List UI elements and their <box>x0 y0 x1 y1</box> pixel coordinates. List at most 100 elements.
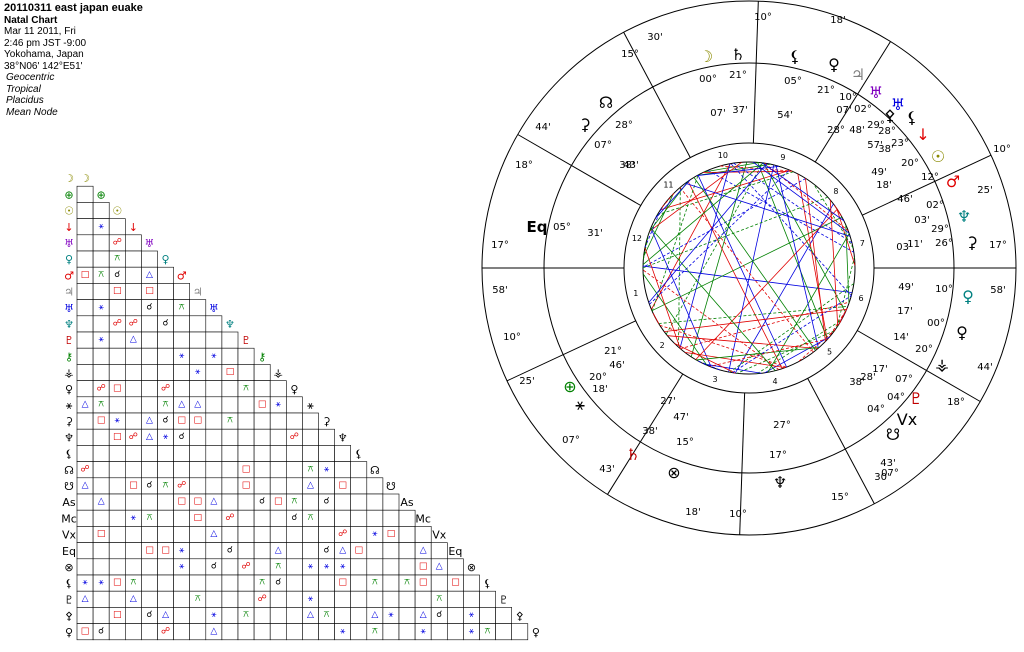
house-number: 4 <box>773 377 778 386</box>
aspect-symbol: ⚹ <box>131 513 137 523</box>
planet-degree: 28° <box>615 120 633 131</box>
aspect-ring <box>642 161 856 375</box>
aspect-symbol: △ <box>82 400 89 410</box>
aspect-symbol: ⚹ <box>98 302 104 312</box>
house-cusp-line <box>506 320 636 382</box>
planet-degree: 05° <box>784 76 802 87</box>
dsc-degree: 17° <box>989 240 1007 251</box>
cusp-minute: 18° <box>515 160 533 171</box>
grid-left-glyph: ♃ <box>64 286 74 299</box>
aspect-symbol: △ <box>146 416 153 426</box>
aspect-symbol: ⚹ <box>469 626 475 636</box>
planet-glyph-icon: ♀ <box>962 287 974 306</box>
planet-degree: 07° <box>895 374 913 385</box>
option-node: Mean Node <box>6 106 58 118</box>
grid-left-glyph: Vx <box>62 529 77 542</box>
chart-date: Mar 11 2011, Fri <box>4 26 76 37</box>
aspect-symbol: □ <box>97 416 106 426</box>
house-cusp-line <box>607 373 684 495</box>
aspect-symbol: ⚹ <box>98 221 104 231</box>
aspect-symbol: □ <box>193 416 202 426</box>
planet-minute: 57' <box>867 140 882 151</box>
planet-glyph-icon: ♄ <box>626 445 640 464</box>
planet-minute: 38' <box>619 160 634 171</box>
aspect-symbol: ☍ <box>225 513 234 523</box>
planet-minute: 14' <box>893 332 908 343</box>
planet-glyph-icon: ⚳ <box>579 115 591 134</box>
planet-glyph-icon: ↓ <box>916 125 929 144</box>
grid-row-glyph: ↓ <box>129 221 138 234</box>
aspect-symbol: ⚻ <box>243 383 249 393</box>
grid-row-glyph: ♅ <box>209 302 219 315</box>
aspect-symbol: ☌ <box>146 302 152 312</box>
option-house-system: Placidus <box>6 95 44 106</box>
cusp-degree: 15° <box>831 492 849 503</box>
grid-row-glyph: ♇ <box>241 334 251 347</box>
aspect-symbol: ⚹ <box>276 400 282 410</box>
option-zodiac-1: Geocentric <box>6 72 55 83</box>
aspect-symbol: □ <box>145 286 154 296</box>
planet-glyph-icon: ♆ <box>957 207 971 226</box>
planet-minute: 47' <box>673 412 688 423</box>
aspect-symbol: ⚹ <box>179 351 185 361</box>
aspect-symbol: ⚹ <box>340 626 346 636</box>
aspect-symbol: ☌ <box>146 481 152 491</box>
grid-left-glyph: Eq <box>62 545 76 558</box>
grid-left-glyph: ☽ <box>64 172 74 185</box>
aspect-symbol: ⚹ <box>308 594 314 604</box>
aspect-symbol: ☌ <box>227 545 233 555</box>
aspect-symbol: □ <box>145 545 154 555</box>
aspect-symbol: ☍ <box>97 383 106 393</box>
aspect-symbol: ⚹ <box>420 626 426 636</box>
planet-glyph-icon: Vx <box>897 410 917 429</box>
grid-row-glyph: ♅ <box>145 237 155 250</box>
aspect-symbol: □ <box>226 367 235 377</box>
planet-degree: 18' <box>592 384 607 395</box>
aspect-symbol: ⚻ <box>307 513 313 523</box>
house-number: 6 <box>859 294 864 303</box>
planet-glyph-icon: ⚸ <box>789 47 801 66</box>
aspect-symbol: ☍ <box>161 383 170 393</box>
cusp-minute: 25' <box>519 376 534 387</box>
grid-cell <box>511 623 529 641</box>
aspect-symbol: △ <box>371 610 378 620</box>
aspect-symbol: ⚹ <box>211 610 217 620</box>
grid-left-glyph: ⚹ <box>66 399 73 412</box>
aspect-symbol: ⚻ <box>227 416 233 426</box>
house-number: 9 <box>780 153 785 162</box>
aspect-symbol: △ <box>339 545 346 555</box>
aspect-symbol: ⚻ <box>372 626 378 636</box>
grid-left-glyph: ⊕ <box>64 188 73 201</box>
grid-row-glyph: Vx <box>432 529 447 542</box>
planet-glyph-icon: ♅ <box>869 83 883 102</box>
aspect-symbol: ⚻ <box>195 594 201 604</box>
grid-row-glyph: ⚳ <box>323 415 331 428</box>
house-number: 5 <box>827 347 832 356</box>
grid-left-glyph: ♅ <box>64 237 74 250</box>
planet-minute: 28' <box>860 372 875 383</box>
aspect-symbol: □ <box>161 545 170 555</box>
aspect-symbol: □ <box>419 562 428 572</box>
cusp-degree: 07° <box>562 435 580 446</box>
grid-row-glyph: As <box>400 496 414 509</box>
cusp-minute: 18° <box>947 397 965 408</box>
aspect-symbol: □ <box>97 529 106 539</box>
eq-degree: 05° <box>553 222 571 233</box>
planet-degree: 17° <box>769 450 787 461</box>
aspect-symbol: ⚹ <box>324 562 330 572</box>
aspect-symbol: ☍ <box>241 562 250 572</box>
aspect-symbol: ⚻ <box>130 578 136 588</box>
aspect-symbol: ⚹ <box>179 562 185 572</box>
cusp-degree: 30' <box>647 32 662 43</box>
grid-row-glyph: ☽ <box>80 172 90 185</box>
grid-row-glyph: ♀ <box>532 626 540 639</box>
planet-degree: 15° <box>676 437 694 448</box>
aspect-symbol: □ <box>81 270 90 280</box>
aspect-symbol: △ <box>210 497 217 507</box>
aspect-symbol: △ <box>146 432 153 442</box>
grid-left-glyph: ⚶ <box>64 367 73 380</box>
chart-title: 20110311 east japan euake <box>4 2 143 14</box>
planet-minute: 07' <box>836 105 851 116</box>
aspect-symbol: □ <box>193 497 202 507</box>
aspect-lines <box>642 161 856 375</box>
